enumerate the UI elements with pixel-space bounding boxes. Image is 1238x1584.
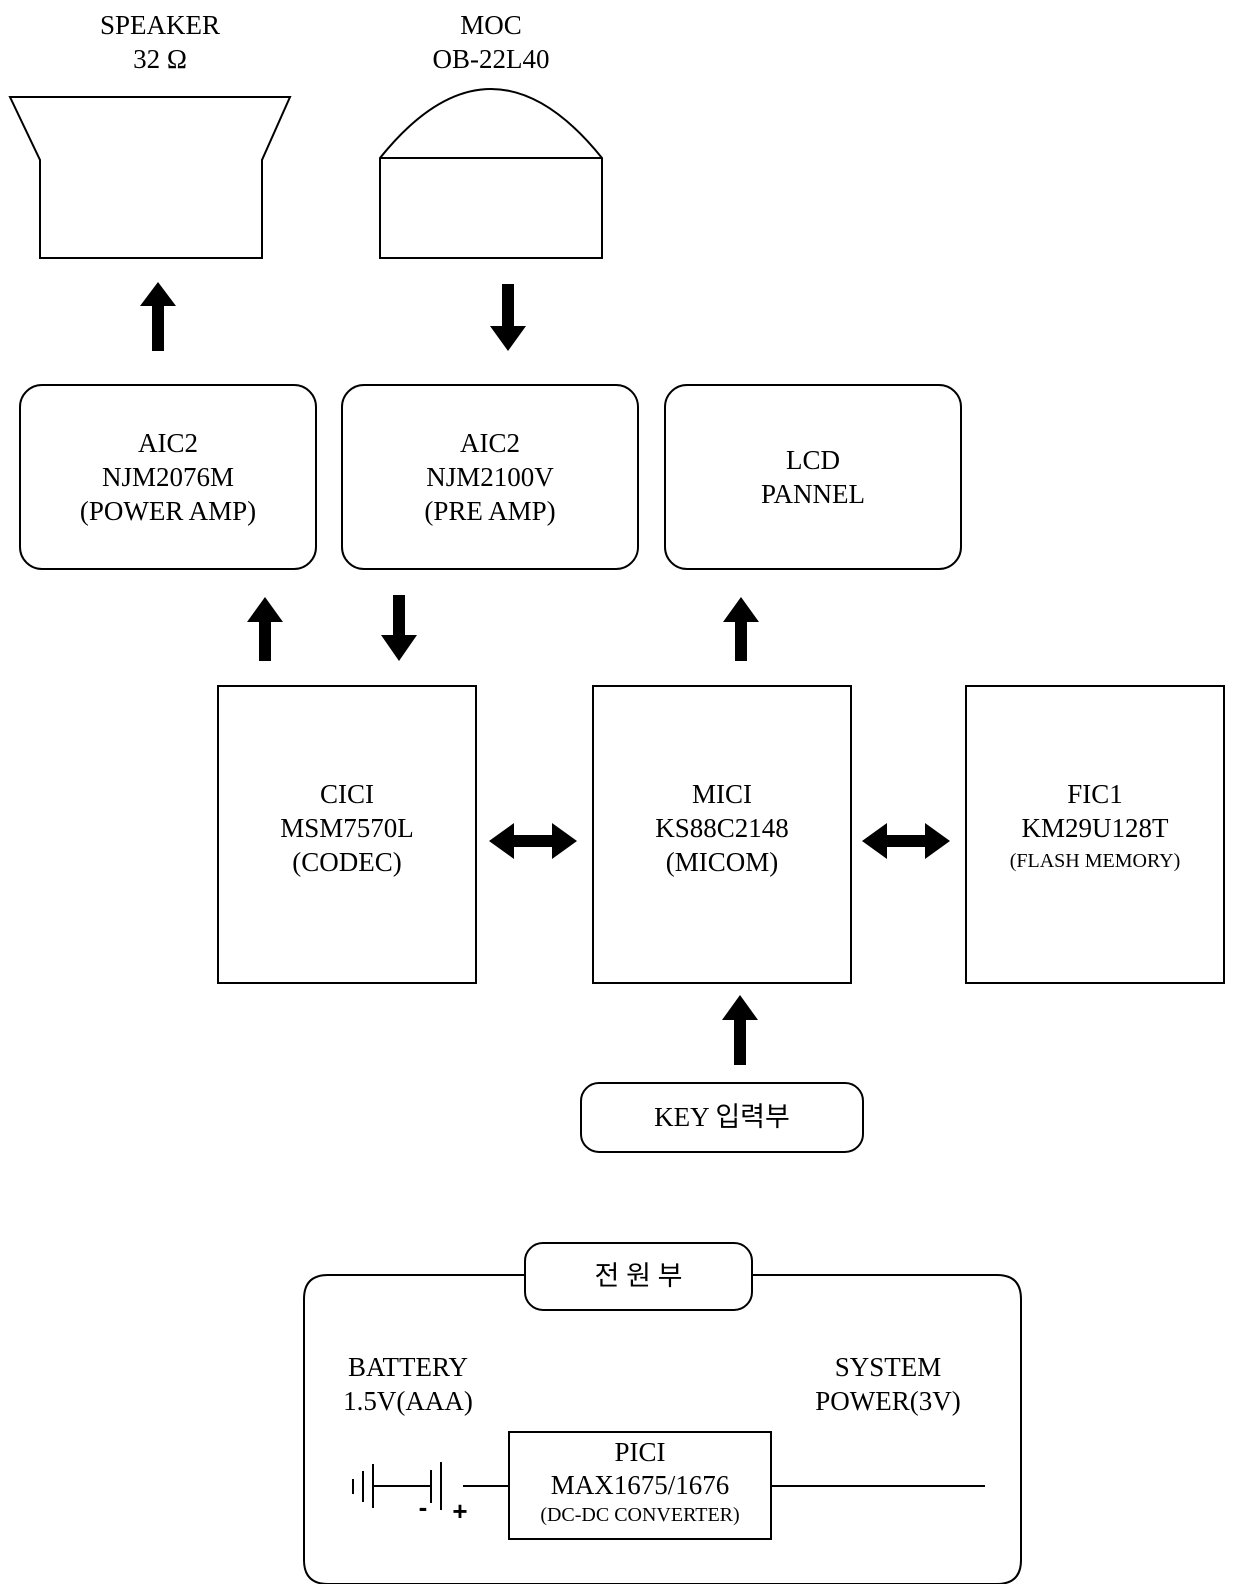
micom-ref: MICI	[692, 779, 752, 809]
arrow-up-icon	[723, 597, 759, 661]
power-amp-part: NJM2076M	[101, 462, 235, 492]
double-arrow-icon	[862, 823, 950, 859]
pre-amp-ref: AIC2	[460, 428, 520, 458]
power-section-title-tab	[524, 1242, 753, 1311]
flash-part: KM29U128T	[1021, 813, 1169, 843]
power-section-frame	[303, 1274, 1022, 1584]
microphone-icon	[379, 88, 603, 259]
converter-label: PICI MAX1675/1676 (DC-DC CONVERTER)	[509, 1436, 771, 1528]
speaker-name: SPEAKER	[99, 10, 221, 40]
moc-label: MOC OB-22L40	[371, 8, 611, 76]
arrow-up-icon	[722, 995, 758, 1065]
power-amp-box	[19, 384, 317, 570]
double-arrow-icon	[489, 823, 577, 859]
lcd-box	[664, 384, 962, 570]
flash-ref: FIC1	[1067, 779, 1123, 809]
pre-amp-function: (PRE AMP)	[424, 496, 556, 526]
codec-label: CICI MSM7570L (CODEC)	[218, 777, 476, 879]
battery-name: BATTERY	[347, 1352, 468, 1382]
lcd-line2: PANNEL	[760, 479, 866, 509]
arrow-down-icon	[381, 595, 417, 661]
speaker-label: SPEAKER 32 Ω	[40, 8, 280, 76]
power-amp-ref: AIC2	[138, 428, 198, 458]
micom-part: KS88C2148	[655, 813, 789, 843]
codec-function: (CODEC)	[292, 847, 402, 877]
battery-plus-sign: +	[452, 1496, 468, 1526]
converter-part: MAX1675/1676	[550, 1470, 730, 1500]
key-input-label: KEY 입력부	[581, 1100, 863, 1134]
moc-model: OB-22L40	[432, 44, 550, 74]
system-power-name: SYSTEM	[834, 1352, 942, 1382]
system-power-label: SYSTEM POWER(3V)	[778, 1350, 998, 1418]
arrow-up-icon	[140, 282, 176, 351]
moc-name: MOC	[460, 10, 522, 40]
pre-amp-label: AIC2 NJM2100V (PRE AMP)	[342, 426, 638, 528]
battery-minus-sign: -	[418, 1492, 428, 1522]
micom-box	[592, 685, 852, 984]
arrow-up-icon	[247, 597, 283, 661]
arrow-down-icon	[490, 284, 526, 351]
power-amp-label: AIC2 NJM2076M (POWER AMP)	[20, 426, 316, 528]
codec-ref: CICI	[320, 779, 374, 809]
key-input-box	[580, 1082, 864, 1153]
system-power-voltage: POWER(3V)	[815, 1386, 961, 1416]
speaker-icon	[8, 96, 292, 259]
power-section-title-text: 전 원 부	[594, 1261, 683, 1291]
key-input-text: KEY 입력부	[654, 1102, 790, 1132]
pre-amp-part: NJM2100V	[426, 462, 554, 492]
flash-function: (FLASH MEMORY)	[1009, 850, 1181, 872]
battery-icon	[352, 1462, 442, 1510]
battery-label: BATTERY 1.5V(AAA)	[318, 1350, 498, 1418]
power-amp-function: (POWER AMP)	[79, 496, 257, 526]
lcd-label: LCD PANNEL	[665, 443, 961, 511]
flash-label: FIC1 KM29U128T (FLASH MEMORY)	[966, 777, 1224, 874]
lcd-line1: LCD	[786, 445, 840, 475]
flash-box	[965, 685, 1225, 984]
converter-ref: PICI	[614, 1437, 666, 1467]
micom-label: MICI KS88C2148 (MICOM)	[593, 777, 851, 879]
converter-function: (DC-DC CONVERTER)	[540, 1504, 740, 1526]
codec-box	[217, 685, 477, 984]
codec-part: MSM7570L	[280, 813, 414, 843]
battery-voltage: 1.5V(AAA)	[343, 1386, 473, 1416]
power-section-title: 전 원 부	[525, 1259, 752, 1293]
speaker-impedance: 32 Ω	[133, 44, 187, 74]
micom-function: (MICOM)	[665, 847, 779, 877]
pre-amp-box	[341, 384, 639, 570]
